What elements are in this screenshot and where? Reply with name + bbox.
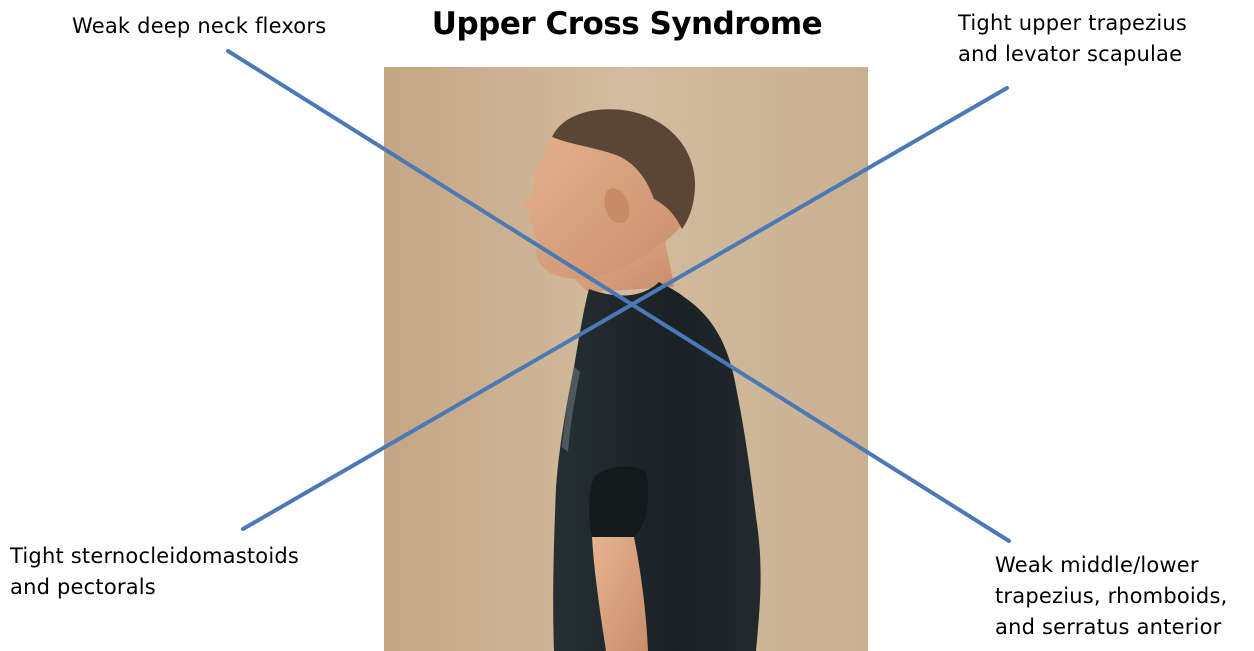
label-weak-deep-neck-flexors: Weak deep neck flexors [72,11,326,42]
label-weak-middle-lower-trapezius: Weak middle/lower trapezius, rhomboids, … [995,550,1227,643]
label-line: Weak middle/lower [995,550,1227,581]
sleeve [589,467,648,537]
label-line: trapezius, rhomboids, [995,581,1227,612]
label-line: Tight sternocleidomastoids [10,541,299,572]
posture-photo [384,67,868,651]
posture-illustration [384,67,868,651]
label-line: Tight upper trapezius [958,8,1187,39]
label-line: Weak deep neck flexors [72,11,326,42]
label-line: and levator scapulae [958,39,1187,70]
label-line: and pectorals [10,572,299,603]
label-line: and serratus anterior [995,612,1227,643]
label-tight-scm-pectorals: Tight sternocleidomastoids and pectorals [10,541,299,603]
label-tight-upper-trapezius: Tight upper trapezius and levator scapul… [958,8,1187,70]
